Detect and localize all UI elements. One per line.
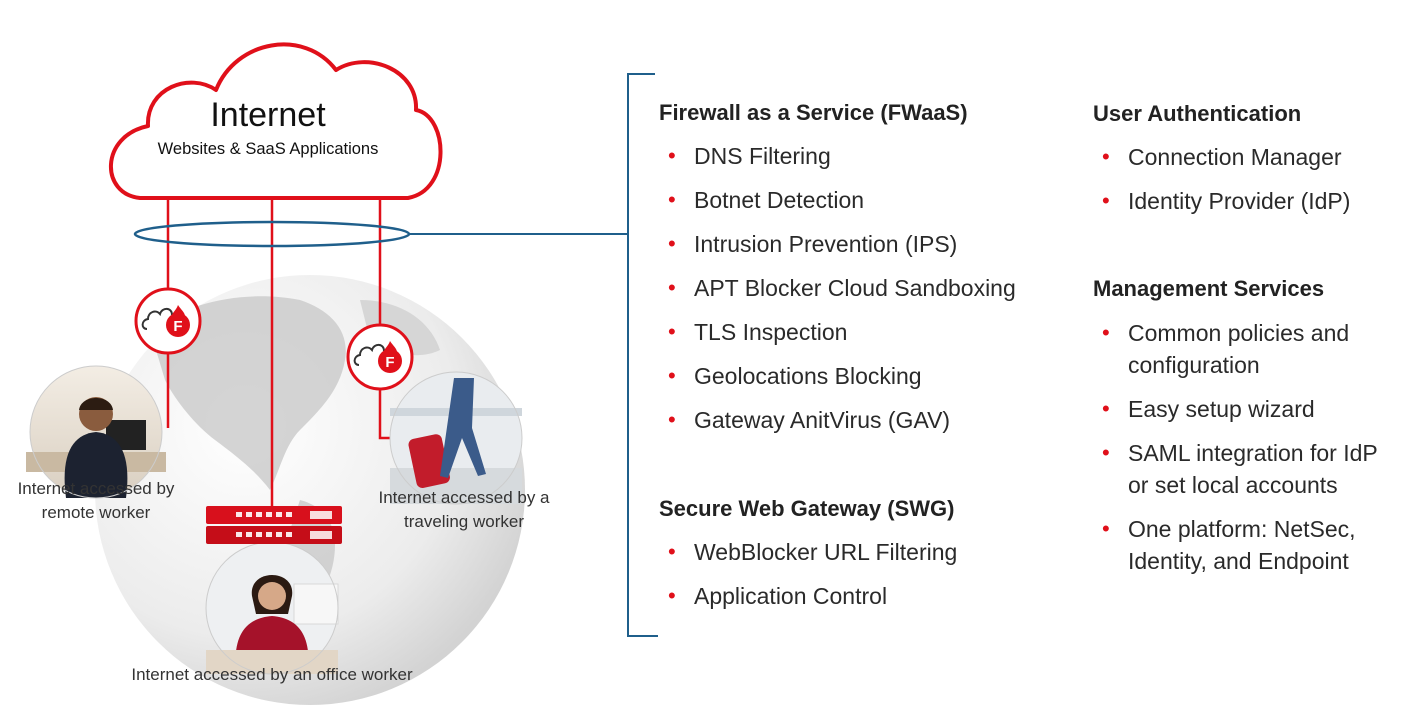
connection-ring — [133, 220, 628, 248]
list-item: Identity Provider (IdP) — [1094, 185, 1350, 217]
list-item: One platform: NetSec, Identity, and Endp… — [1094, 513, 1394, 577]
cloud-firewall-icon: F — [346, 323, 414, 391]
list-item: APT Blocker Cloud Sandboxing — [660, 272, 1016, 304]
cloud-firewall-icon: F — [134, 287, 202, 355]
mgmt-list: Common policies and configuration Easy s… — [1094, 317, 1394, 589]
fwaas-list: DNS Filtering Botnet Detection Intrusion… — [660, 140, 1016, 448]
cloud-subtitle: Websites & SaaS Applications — [158, 140, 379, 158]
list-item: DNS Filtering — [660, 140, 1016, 172]
office-worker-photo — [205, 541, 339, 675]
traveling-worker-caption: Internet accessed by a traveling worker — [378, 488, 550, 531]
list-item: WebBlocker URL Filtering — [660, 536, 957, 568]
cloud-title: Internet — [210, 96, 326, 134]
list-item: TLS Inspection — [660, 316, 1016, 348]
svg-text:F: F — [385, 354, 394, 371]
list-item: Botnet Detection — [660, 184, 1016, 216]
internet-cloud: Internet Websites & SaaS Applications — [108, 42, 443, 200]
remote-worker-caption: Internet accessed by remote worker — [17, 479, 175, 522]
list-item: Geolocations Blocking — [660, 360, 1016, 392]
fwaas-title: Firewall as a Service (FWaaS) — [659, 100, 968, 125]
list-item: Intrusion Prevention (IPS) — [660, 228, 1016, 260]
list-item: Application Control — [660, 580, 957, 612]
services-bracket — [627, 73, 658, 637]
list-item: Connection Manager — [1094, 141, 1350, 173]
auth-list: Connection Manager Identity Provider (Id… — [1094, 141, 1350, 229]
list-item: Easy setup wizard — [1094, 393, 1394, 425]
office-worker-caption: Internet accessed by an office worker — [131, 665, 413, 684]
swg-list: WebBlocker URL Filtering Application Con… — [660, 536, 957, 624]
firewall-appliance-icon — [206, 506, 342, 544]
list-item: Common policies and configuration — [1094, 317, 1394, 381]
traveling-worker-photo — [389, 371, 523, 505]
mgmt-title: Management Services — [1093, 276, 1325, 301]
list-item: Gateway AnitVirus (GAV) — [660, 404, 1016, 436]
swg-title: Secure Web Gateway (SWG) — [659, 496, 955, 521]
svg-text:F: F — [173, 318, 182, 335]
remote-worker-photo — [26, 365, 166, 499]
list-item: SAML integration for IdP or set local ac… — [1094, 437, 1394, 501]
auth-title: User Authentication — [1093, 101, 1302, 126]
